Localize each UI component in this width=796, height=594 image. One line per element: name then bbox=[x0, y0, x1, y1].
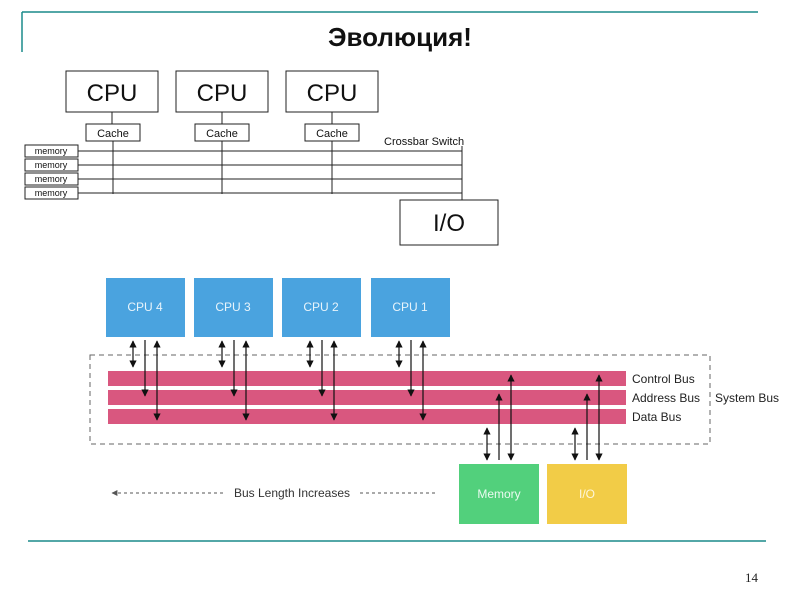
bus-cpu-label: CPU 2 bbox=[303, 300, 339, 314]
crossbar-switch-label: Crossbar Switch bbox=[384, 136, 464, 148]
crossbar-memory-label: memory bbox=[35, 188, 68, 198]
data-bus-label: Data Bus bbox=[632, 410, 681, 424]
bus-cpu-4: CPU 4 bbox=[106, 278, 185, 337]
system-bus-label: System Bus bbox=[715, 391, 779, 405]
crossbar-io: I/O bbox=[399, 199, 499, 246]
crossbar-memory-label: memory bbox=[35, 174, 68, 184]
bus-length-indicator: Bus Length Increases bbox=[111, 486, 436, 500]
bus-cpu-label: CPU 4 bbox=[127, 300, 163, 314]
crossbar-cpu-2: CPU bbox=[175, 70, 269, 113]
crossbar-memory-3: memory bbox=[24, 172, 462, 186]
crossbar-cache-1: Cache bbox=[85, 123, 141, 142]
address-bus-bar bbox=[108, 390, 626, 405]
crossbar-io-label: I/O bbox=[433, 210, 465, 237]
bus-io: I/O bbox=[547, 464, 627, 524]
bus-cpu-label: CPU 3 bbox=[215, 300, 251, 314]
crossbar-memory-1: memory bbox=[24, 144, 462, 158]
crossbar-cpu-1: CPU bbox=[65, 70, 159, 113]
device-bus-arrows bbox=[483, 374, 603, 461]
crossbar-cache-label: Cache bbox=[97, 128, 129, 140]
data-bus-bar bbox=[108, 409, 626, 424]
control-bus-label: Control Bus bbox=[632, 372, 695, 386]
address-bus-label: Address Bus bbox=[632, 391, 700, 405]
bus-length-label: Bus Length Increases bbox=[234, 486, 350, 500]
crossbar-cache-label: Cache bbox=[316, 128, 348, 140]
slide-title: Эволюция! bbox=[328, 22, 472, 52]
bus-cpu-label: CPU 1 bbox=[392, 300, 428, 314]
bus-memory: Memory bbox=[459, 464, 539, 524]
crossbar-memory-label: memory bbox=[35, 146, 68, 156]
crossbar-memory-2: memory bbox=[24, 158, 462, 172]
crossbar-cpu-3: CPU bbox=[285, 70, 379, 113]
crossbar-memory-label: memory bbox=[35, 160, 68, 170]
page-number: 14 bbox=[745, 570, 758, 585]
bus-cpu-2: CPU 2 bbox=[282, 278, 361, 337]
crossbar-cache-2: Cache bbox=[194, 123, 250, 142]
crossbar-cpu-label: CPU bbox=[87, 80, 138, 107]
crossbar-memory-4: memory bbox=[24, 186, 462, 200]
bus-io-label: I/O bbox=[579, 487, 595, 501]
crossbar-diagram: CPU CPU CPU Cache Cache bbox=[24, 70, 499, 246]
bus-cpu-3: CPU 3 bbox=[194, 278, 273, 337]
bus-cpu-1: CPU 1 bbox=[371, 278, 450, 337]
crossbar-cpu-label: CPU bbox=[307, 80, 358, 107]
bus-diagram: CPU 4 CPU 3 CPU 2 CPU 1 Control Bus bbox=[89, 278, 779, 524]
crossbar-cpu-label: CPU bbox=[197, 80, 248, 107]
crossbar-cache-label: Cache bbox=[206, 128, 238, 140]
header-accent bbox=[21, 11, 758, 52]
control-bus-bar bbox=[108, 371, 626, 386]
cpu-bus-arrows bbox=[129, 340, 427, 421]
bus-memory-label: Memory bbox=[477, 487, 520, 501]
crossbar-cache-3: Cache bbox=[304, 123, 360, 142]
